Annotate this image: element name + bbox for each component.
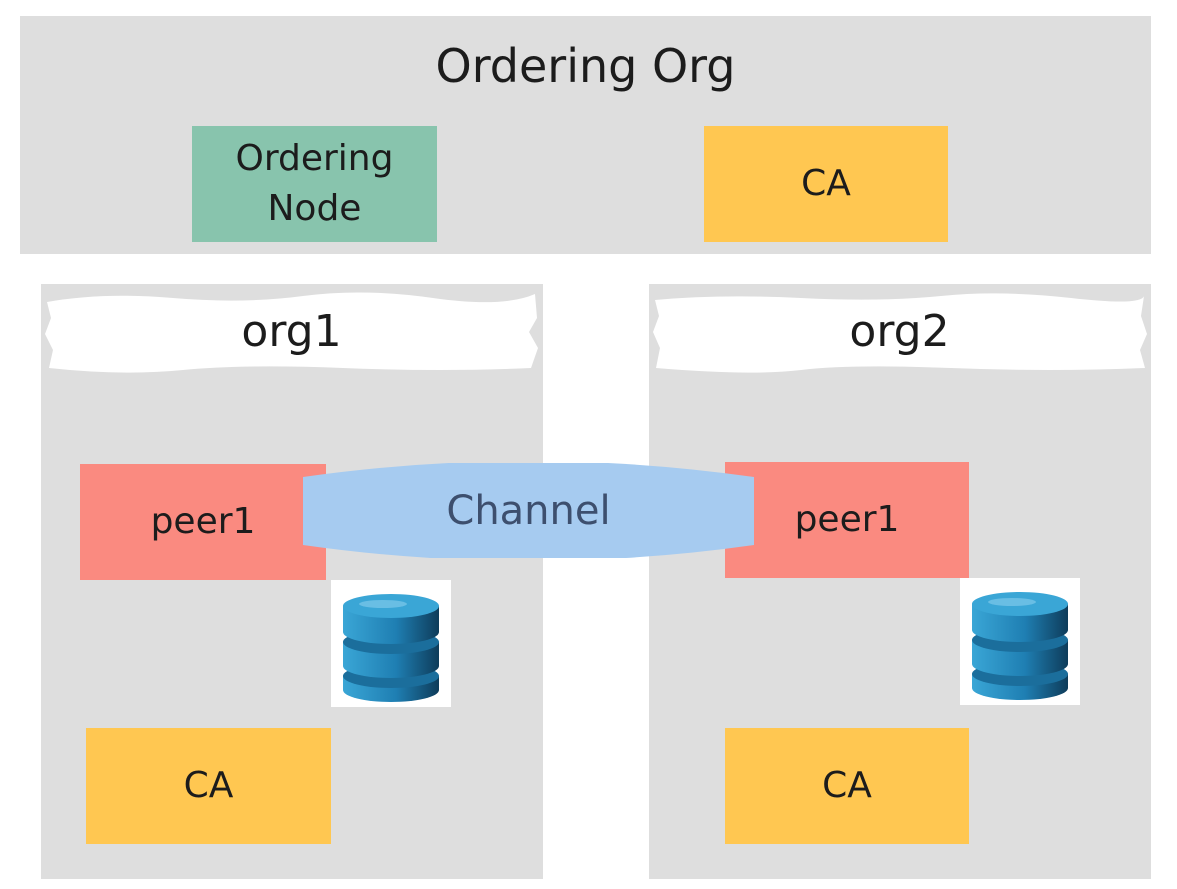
channel-lens-shape xyxy=(303,463,754,558)
org2-name: org2 xyxy=(849,305,950,357)
org1-peer-label: peer1 xyxy=(150,501,256,543)
org2-ca-box: CA xyxy=(725,728,969,844)
org2-peer-box: peer1 xyxy=(725,462,969,578)
org2-ca-label: CA xyxy=(822,765,872,807)
org2-database-icon xyxy=(960,578,1080,705)
org1-name-banner: org1 xyxy=(43,288,540,374)
org1-database-icon xyxy=(331,580,451,707)
org2-peer-label: peer1 xyxy=(794,499,900,541)
brush-stroke-shape xyxy=(653,293,1147,373)
brush-stroke-shape xyxy=(45,292,538,373)
channel-connector: Channel xyxy=(303,463,754,558)
org1-ca-box: CA xyxy=(86,728,331,844)
org1-name: org1 xyxy=(241,305,342,357)
org2-name-banner: org2 xyxy=(651,288,1148,374)
ordering-org-title: Ordering Org xyxy=(435,39,736,93)
channel-label: Channel xyxy=(446,487,611,534)
org1-peer-box: peer1 xyxy=(80,464,326,580)
org1-ca-label: CA xyxy=(183,765,234,807)
ordering-node-box: Ordering Node xyxy=(192,126,437,242)
ordering-ca-label: CA xyxy=(801,163,851,205)
ordering-org-panel: Ordering Org xyxy=(20,16,1151,254)
ordering-node-label: Ordering Node xyxy=(235,138,394,229)
ordering-ca-box: CA xyxy=(704,126,948,242)
